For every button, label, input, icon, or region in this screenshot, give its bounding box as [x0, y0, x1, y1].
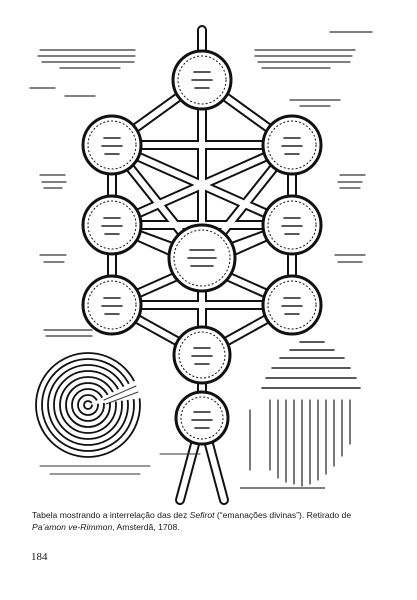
sefira-hokhmah [261, 114, 323, 176]
caption-italic-sefirot: Sefirot [189, 510, 215, 520]
caption-text-3: , Amsterdã, 1708. [112, 522, 180, 532]
spiral-diagram [35, 352, 141, 458]
sefira-binah [81, 114, 143, 176]
sefira-malkhut [174, 390, 230, 446]
figure-caption: Tabela mostrando a interrelação das dez … [32, 509, 387, 533]
sefirot-tree-illustration [29, 25, 373, 505]
caption-text-2: (“emanações divinas”). Retirado de [214, 510, 352, 520]
sefira-gevurah [81, 194, 143, 256]
sefira-netzah [261, 274, 323, 336]
sefira-hod [81, 274, 143, 336]
page-number: 184 [31, 551, 48, 563]
sefirot-diagram [29, 25, 373, 505]
caption-text-1: Tabela mostrando a interrelação das dez [32, 510, 190, 520]
sefira-hesed [261, 194, 323, 256]
caption-italic-source-title: Pa’amon ve-Rimmon [32, 522, 113, 532]
circle-inscriptions [101, 71, 303, 429]
letter-triangle [261, 341, 361, 389]
marginal-text-blocks [29, 31, 373, 337]
sefira-yesod [172, 325, 232, 385]
